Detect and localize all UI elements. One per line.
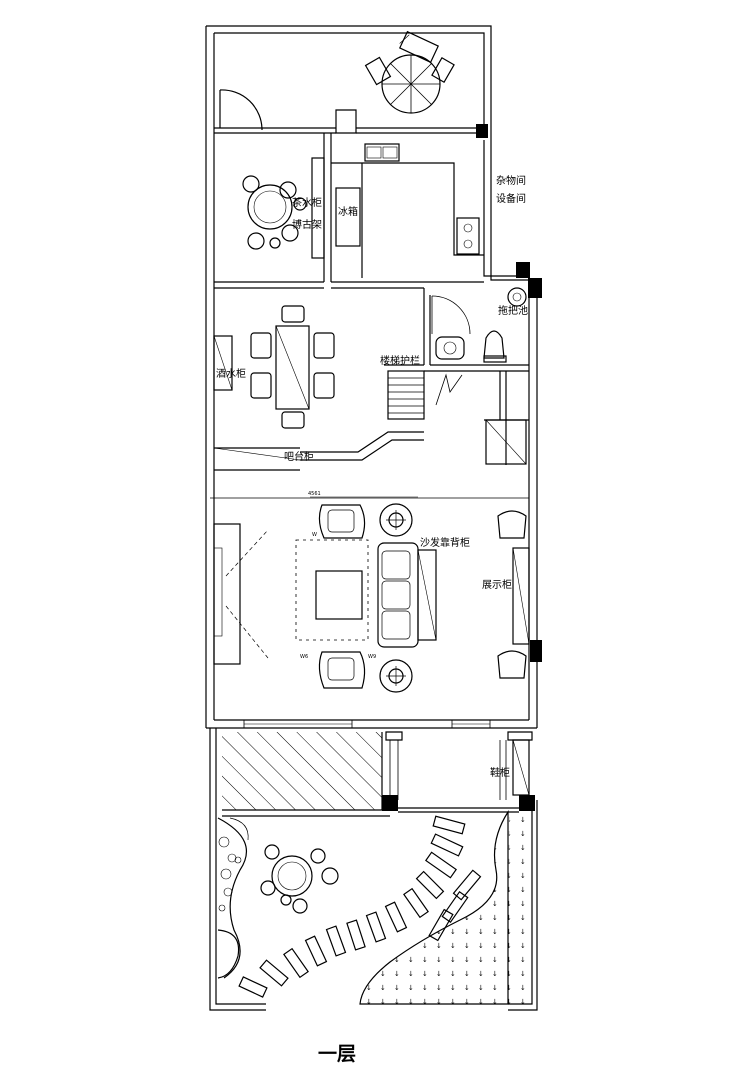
garden: [217, 809, 532, 1005]
living-room: [213, 496, 530, 728]
label-fridge: 冰箱: [338, 205, 358, 218]
exterior-walls: [205, 25, 538, 1011]
dimension-left-top: W: [312, 532, 317, 538]
dimension-top: 4561: [308, 491, 321, 497]
garden-table-icon: [271, 855, 313, 897]
label-sofa-back-cabinet: 沙发靠背柜: [420, 536, 470, 549]
label-wine-cabinet: 酒水柜: [216, 367, 246, 380]
balcony: [213, 30, 455, 134]
lamp-icon: [379, 503, 413, 537]
dimension-left-bottom: W6: [300, 654, 308, 660]
dining-table: [275, 325, 310, 410]
chair-icon: [497, 510, 527, 539]
staircase: [213, 370, 527, 465]
kitchen: [331, 143, 484, 278]
tea-cabinet: [311, 157, 325, 259]
label-display-cabinet: 展示柜: [482, 578, 512, 591]
coffee-table: [315, 570, 363, 620]
label-bar-counter: 吧台柜: [284, 450, 314, 463]
tea-room: [242, 157, 325, 259]
sofa-back-cabinet: [417, 549, 437, 641]
label-equipment: 设备间: [496, 192, 526, 205]
bathroom: [431, 287, 527, 363]
armchair-icon: [318, 504, 366, 539]
tv-cabinet: [213, 523, 241, 665]
veranda: [222, 731, 533, 817]
lounge-chair-icon: [398, 30, 440, 64]
chair-icon: [364, 56, 392, 86]
dining-area: [213, 305, 335, 429]
dimension-right-bottom: W9: [368, 654, 376, 660]
stair-arrow-icon: [435, 373, 463, 406]
label-curio-shelf: 博古架: [292, 218, 322, 231]
structural-columns: [382, 124, 542, 811]
label-mop-sink: 拖把池: [498, 304, 528, 317]
room-labels: 杂物间 设备间 冰箱 茶水柜 博古架 拖把池 酒水柜 楼梯护栏 吧台柜 沙发靠背…: [216, 174, 528, 1065]
interior-walls: [210, 127, 529, 499]
label-shoe-cabinet: 鞋柜: [490, 766, 510, 779]
lawn: [359, 809, 509, 1005]
fridge: [335, 187, 361, 247]
washbasin-icon: [435, 336, 465, 360]
sink-icon: [364, 143, 400, 162]
label-stair-rail: 楼梯护栏: [380, 354, 420, 367]
mop-sink-icon: [507, 287, 527, 307]
label-storage: 杂物间: [496, 174, 526, 187]
plan-title: 一层: [318, 1043, 356, 1065]
wine-cabinet: [213, 335, 233, 391]
stove-icon: [456, 217, 480, 255]
toilet-icon: [483, 330, 505, 359]
label-tea-cabinet: 茶水柜: [292, 196, 322, 209]
display-cabinet: [512, 547, 530, 645]
tea-table-icon: [247, 184, 293, 230]
chair-icon: [250, 332, 272, 359]
sofa: [377, 542, 419, 648]
